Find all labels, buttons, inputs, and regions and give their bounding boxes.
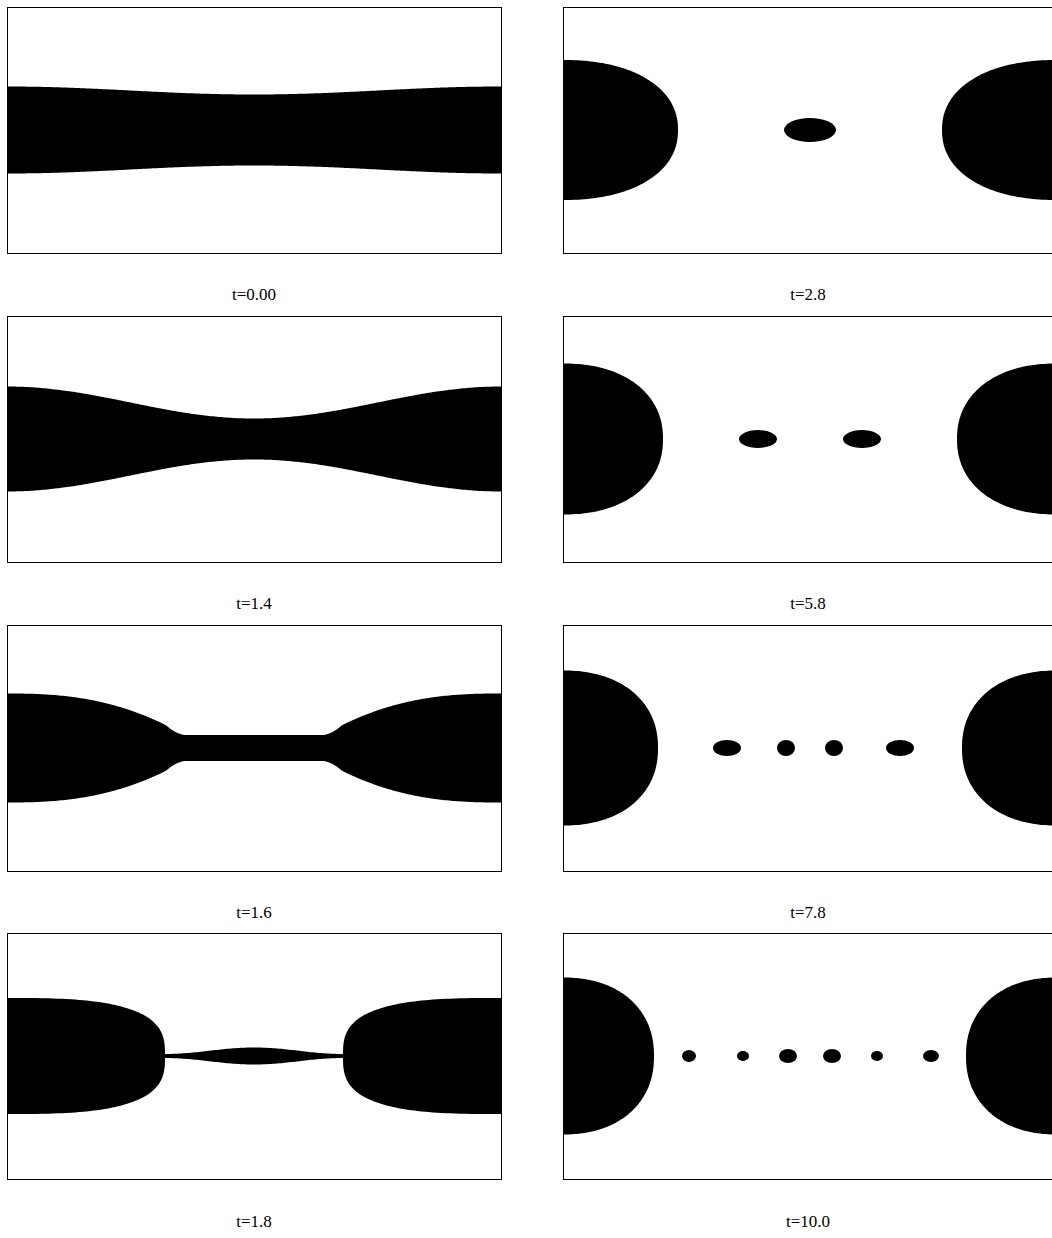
fluid-region (563, 364, 663, 515)
time-label: t=1.4 (154, 594, 354, 614)
simulation-panel (563, 317, 1052, 563)
fluid-region (942, 60, 1052, 200)
droplet (825, 740, 843, 756)
droplet (779, 1049, 797, 1063)
droplet (886, 740, 914, 756)
fluid-region (7, 998, 165, 1114)
droplet (871, 1051, 883, 1061)
fluid-region (563, 671, 658, 826)
simulation-panel (7, 934, 502, 1180)
time-label: t=7.8 (708, 903, 908, 923)
fluid-region (343, 998, 501, 1114)
fluid-region (563, 60, 678, 200)
droplet (713, 740, 741, 756)
panel-frame (8, 317, 502, 563)
droplet (923, 1050, 939, 1062)
fluid-region (7, 694, 501, 803)
droplet (682, 1050, 696, 1062)
simulation-panel (7, 626, 502, 872)
time-label: t=10.0 (708, 1212, 908, 1232)
fluid-region (157, 1048, 351, 1065)
fluid-region (966, 978, 1052, 1135)
droplet (823, 1049, 841, 1063)
panel-frame (564, 626, 1052, 872)
fluid-region (962, 671, 1052, 826)
simulation-panel (563, 626, 1052, 872)
droplet (777, 740, 795, 756)
simulation-panel (563, 934, 1052, 1180)
time-label: t=0.00 (154, 285, 354, 305)
panel-frame (8, 8, 502, 254)
simulation-panel (563, 8, 1052, 254)
simulation-panel (7, 317, 502, 563)
droplet (737, 1051, 749, 1061)
time-label: t=5.8 (708, 594, 908, 614)
panel-frame (8, 934, 502, 1180)
time-label: t=1.8 (154, 1212, 354, 1232)
time-label: t=1.6 (154, 903, 354, 923)
droplet (843, 430, 881, 448)
fluid-region (563, 978, 654, 1135)
droplet (739, 430, 777, 448)
fluid-region (7, 87, 501, 174)
time-label: t=2.8 (708, 285, 908, 305)
panel-frame (564, 317, 1052, 563)
simulation-panel (7, 8, 502, 254)
panel-frame (564, 8, 1052, 254)
fluid-region (957, 364, 1052, 515)
fluid-region (7, 387, 501, 492)
panel-frame (8, 626, 502, 872)
droplet (784, 118, 836, 142)
panel-frame (564, 934, 1052, 1180)
